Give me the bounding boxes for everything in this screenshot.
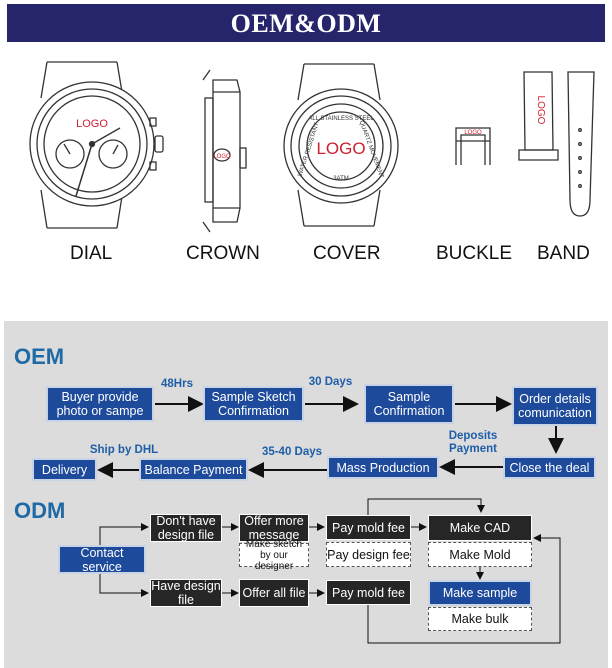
oem-order-details-box: Order details comunication bbox=[512, 386, 598, 426]
odm-make-sketch-box: Make sketch by our designer bbox=[239, 539, 309, 572]
oem-mass-production-box: Mass Production bbox=[327, 456, 439, 479]
odm-pay-mold-fee-box-1: Pay mold fee bbox=[326, 515, 411, 540]
oem-label-35-40days: 35-40 Days bbox=[261, 446, 323, 458]
cover-logo: LOGO bbox=[316, 139, 365, 158]
crown-illustration bbox=[202, 69, 247, 233]
odm-heading: ODM bbox=[14, 498, 66, 523]
odm-contact-service-box: Contact service bbox=[58, 545, 146, 574]
label-cover: COVER bbox=[313, 243, 381, 264]
crown-logo: LOGO bbox=[213, 154, 231, 160]
label-band: BAND bbox=[537, 243, 590, 264]
odm-make-cad-box: Make CAD bbox=[428, 515, 532, 541]
cover-ring-bottom: 3ATM bbox=[333, 176, 349, 182]
oem-label-ship-dhl: Ship by DHL bbox=[89, 444, 159, 456]
oem-sample-sketch-box: Sample Sketch Confirmation bbox=[203, 386, 304, 422]
band-illustration bbox=[518, 71, 595, 217]
oem-sample-confirmation-box: Sample Confirmation bbox=[364, 384, 454, 424]
label-dial: DIAL bbox=[70, 243, 113, 264]
odm-dont-have-design-box: Don't have design file bbox=[150, 514, 222, 542]
odm-make-mold-box: Make Mold bbox=[428, 542, 532, 567]
odm-pay-mold-fee-box-2: Pay mold fee bbox=[326, 580, 411, 605]
dial-logo: LOGO bbox=[76, 118, 108, 130]
odm-pay-design-fee-box: Pay design fee bbox=[326, 542, 411, 567]
odm-have-design-box: Have design file bbox=[150, 579, 222, 607]
label-crown: CROWN bbox=[186, 243, 260, 264]
oem-buyer-provide-box: Buyer provide photo or sampe bbox=[46, 386, 154, 422]
cover-illustration bbox=[283, 63, 399, 227]
buckle-logo: LOGO bbox=[464, 130, 482, 136]
oem-label-30days: 30 Days bbox=[308, 376, 353, 388]
odm-make-bulk-box: Make bulk bbox=[428, 607, 532, 631]
oem-label-deposits: Deposits Payment bbox=[448, 430, 498, 455]
odm-offer-all-file-box: Offer all file bbox=[239, 579, 309, 607]
oem-close-deal-box: Close the deal bbox=[503, 456, 596, 479]
watch-parts-illustration: LOGO LOGO LOGO ALL STAINLESS STEEL QUART… bbox=[29, 61, 595, 233]
odm-make-sample-box: Make sample bbox=[428, 580, 532, 606]
oem-label-48hrs: 48Hrs bbox=[161, 378, 193, 390]
oem-delivery-box: Delivery bbox=[32, 458, 97, 481]
label-buckle: BUCKLE bbox=[436, 243, 513, 264]
oem-heading: OEM bbox=[14, 344, 65, 369]
odm-offer-more-message-box: Offer more message bbox=[239, 514, 309, 542]
dial-illustration bbox=[29, 61, 164, 229]
cover-ring-top: ALL STAINLESS STEEL bbox=[308, 116, 374, 122]
buckle-illustration bbox=[455, 127, 491, 165]
banner-title: OEM&ODM bbox=[7, 4, 605, 42]
band-logo: LOGO bbox=[535, 96, 546, 125]
oem-balance-payment-box: Balance Payment bbox=[139, 458, 248, 481]
